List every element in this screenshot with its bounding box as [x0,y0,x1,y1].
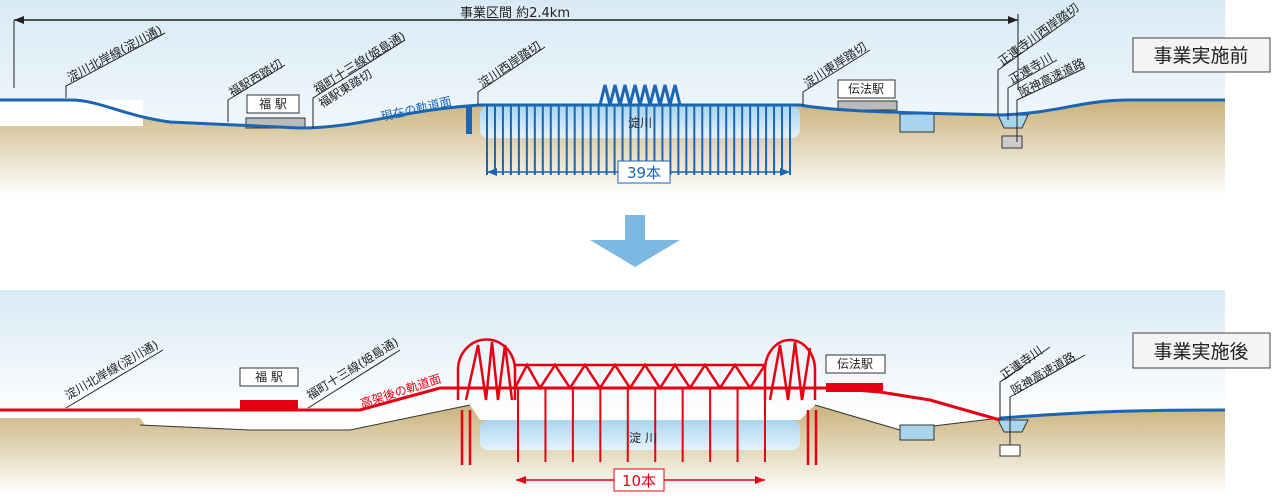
piers-10 [517,388,766,462]
expressway-box [1001,135,1023,149]
station-denpo [837,79,896,99]
river-label: 淀 川 [629,431,657,445]
expressway-box [999,444,1021,457]
fuku-platform [240,400,298,410]
after-panel: 淀川北岸線(淀川通) 福町十三線(姫島通) 正連寺川 阪神高速道路 福 駅 伝法… [0,290,1271,495]
transition-arrow-icon [590,215,680,267]
span-label: 事業区間 約2.4km [460,5,570,21]
canal [899,113,935,133]
station-denpo-label: 伝法駅 [848,82,884,96]
truss-bridge [456,338,818,465]
before-title: 事業実施前 [1153,45,1248,67]
station-fuku-label: 福 駅 [255,369,283,384]
river [480,420,800,450]
embankment [0,100,143,126]
before-panel: 事業区間 約2.4km 淀川北岸線(淀川通) 福駅西踏切 福町十三線(姫島通) … [0,0,1271,200]
pier-count: 39本 [627,164,661,182]
west-abutment [466,106,472,134]
sky [0,290,1225,420]
station-denpo-label: 伝法駅 [837,357,873,371]
station-fuku [239,367,299,387]
pier-count-box [613,468,665,492]
canal [899,424,935,441]
after-title-box [1132,332,1271,369]
after-title: 事業実施後 [1153,341,1248,363]
denpo-platform [826,383,883,392]
pier-count: 10本 [622,472,656,490]
river [480,106,800,138]
station-fuku-label: 福 駅 [259,96,287,111]
station-fuku [246,94,300,114]
piers-39 [486,105,791,175]
shorenji-river-channel [997,419,1029,433]
current-track-line [0,98,1225,130]
river-label: 淀川 [628,116,652,130]
pier-count-box [617,160,671,184]
station-denpo [825,354,886,374]
before-title-box [1132,37,1271,73]
